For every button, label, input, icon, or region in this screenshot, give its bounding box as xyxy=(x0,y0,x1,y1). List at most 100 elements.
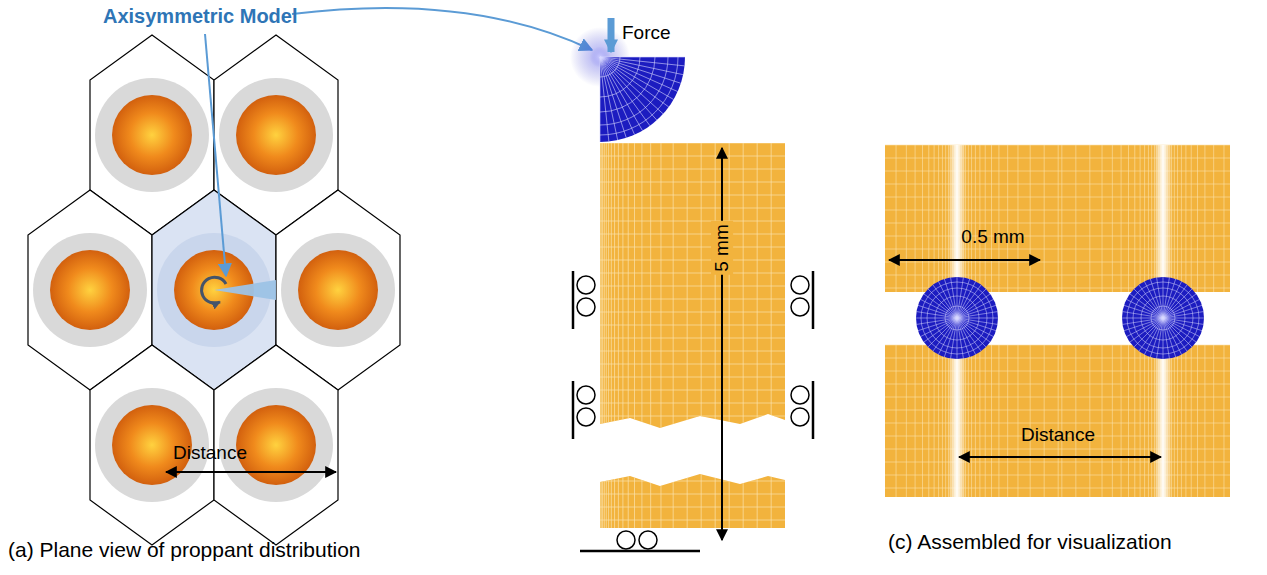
mesh-line xyxy=(673,140,674,530)
mesh-line xyxy=(600,442,785,443)
mesh-line xyxy=(1151,145,1152,292)
mesh-line xyxy=(971,345,972,497)
mesh-line xyxy=(885,449,1230,450)
mesh-line xyxy=(991,145,992,292)
mesh-line xyxy=(957,289,986,318)
mesh-line xyxy=(600,221,785,222)
mesh-line xyxy=(1017,145,1018,292)
roller xyxy=(617,531,635,549)
mesh-line xyxy=(650,140,651,530)
mesh-line xyxy=(757,140,758,530)
mesh-line xyxy=(1185,345,1186,497)
mesh-line xyxy=(1007,345,1008,497)
mesh-line xyxy=(628,140,629,530)
leader-line xyxy=(292,8,592,50)
mesh-line xyxy=(957,318,963,358)
mesh-line xyxy=(1130,318,1163,342)
mesh-line xyxy=(938,345,939,497)
load-label: Force xyxy=(622,22,671,44)
mesh-line xyxy=(1141,296,1185,340)
mesh-line xyxy=(600,520,785,521)
mesh-line xyxy=(1089,145,1090,292)
mesh-line xyxy=(600,57,601,142)
mesh-line xyxy=(934,345,935,497)
mesh-line xyxy=(600,273,785,274)
mesh-line xyxy=(1127,282,1199,354)
mesh-line xyxy=(618,140,619,530)
mesh-line xyxy=(1139,318,1163,351)
mesh-line xyxy=(600,507,785,508)
mesh-line xyxy=(957,318,958,359)
mesh-line xyxy=(1213,145,1214,292)
mesh-line xyxy=(975,345,976,497)
mesh-line xyxy=(1163,318,1164,359)
mesh-line xyxy=(715,140,716,530)
mesh-line xyxy=(628,140,629,530)
mesh-line xyxy=(600,468,785,469)
mesh-line xyxy=(600,312,785,313)
mesh-line xyxy=(650,140,651,530)
mesh-line xyxy=(928,345,929,497)
rock-block xyxy=(885,145,1230,292)
mesh-line xyxy=(885,158,1230,159)
mesh-line xyxy=(600,234,785,235)
mesh-line xyxy=(957,318,990,342)
mesh-line xyxy=(1134,289,1163,318)
mesh-line xyxy=(600,494,785,495)
mesh-line xyxy=(1151,306,1175,330)
mesh-line xyxy=(885,145,1230,146)
mesh-line xyxy=(1150,318,1163,357)
mesh-line xyxy=(600,338,785,339)
mesh-line xyxy=(600,481,785,482)
mesh-line xyxy=(600,208,785,209)
axis-band xyxy=(948,145,966,292)
mesh-line xyxy=(701,140,702,530)
mesh-line xyxy=(1030,345,1031,497)
support-base xyxy=(580,550,700,553)
mesh-line xyxy=(600,195,785,196)
mesh-line xyxy=(957,318,998,319)
mesh-line xyxy=(957,279,970,318)
rock-block xyxy=(885,345,1230,497)
axis-band xyxy=(948,345,966,497)
mesh-line xyxy=(608,140,609,530)
mesh-line xyxy=(945,306,969,330)
mesh-line xyxy=(1151,345,1152,497)
mesh-line xyxy=(600,377,785,378)
support-wall xyxy=(572,381,575,439)
mesh-line xyxy=(1058,345,1059,497)
mesh-line xyxy=(634,140,635,530)
mesh-line xyxy=(885,171,1230,172)
mesh-line xyxy=(600,57,657,120)
dimension-label: Distance xyxy=(1021,424,1095,446)
mesh-line xyxy=(1075,345,1076,497)
callout-label: Axisymmetric Model xyxy=(103,5,298,28)
mesh-line xyxy=(600,299,785,300)
rotation-arrow xyxy=(202,277,226,303)
mesh-line xyxy=(885,262,1230,263)
mesh-line xyxy=(600,416,785,417)
mesh-line xyxy=(1058,145,1059,292)
mesh-line xyxy=(1163,318,1176,357)
mesh-line xyxy=(1007,145,1008,292)
mesh-line xyxy=(600,403,785,404)
mesh-line xyxy=(600,57,640,97)
mesh-line xyxy=(1177,345,1178,497)
mesh-line xyxy=(1112,345,1113,497)
mesh-line xyxy=(957,285,981,318)
mesh-line xyxy=(944,318,957,357)
mesh-line xyxy=(1133,288,1193,348)
proppant-grain xyxy=(112,95,192,175)
mesh-line xyxy=(1163,318,1192,347)
mesh-line xyxy=(1061,345,1062,497)
mesh-line xyxy=(1044,145,1045,292)
influence-zone xyxy=(95,78,209,192)
dimension-arrow xyxy=(166,471,336,473)
mesh-line xyxy=(600,377,785,378)
mesh-line xyxy=(601,140,602,530)
mesh-line xyxy=(600,390,785,391)
mesh-line xyxy=(991,345,992,497)
mesh-line xyxy=(618,140,619,530)
mesh-line xyxy=(1144,318,1163,355)
mesh-line xyxy=(928,289,957,318)
